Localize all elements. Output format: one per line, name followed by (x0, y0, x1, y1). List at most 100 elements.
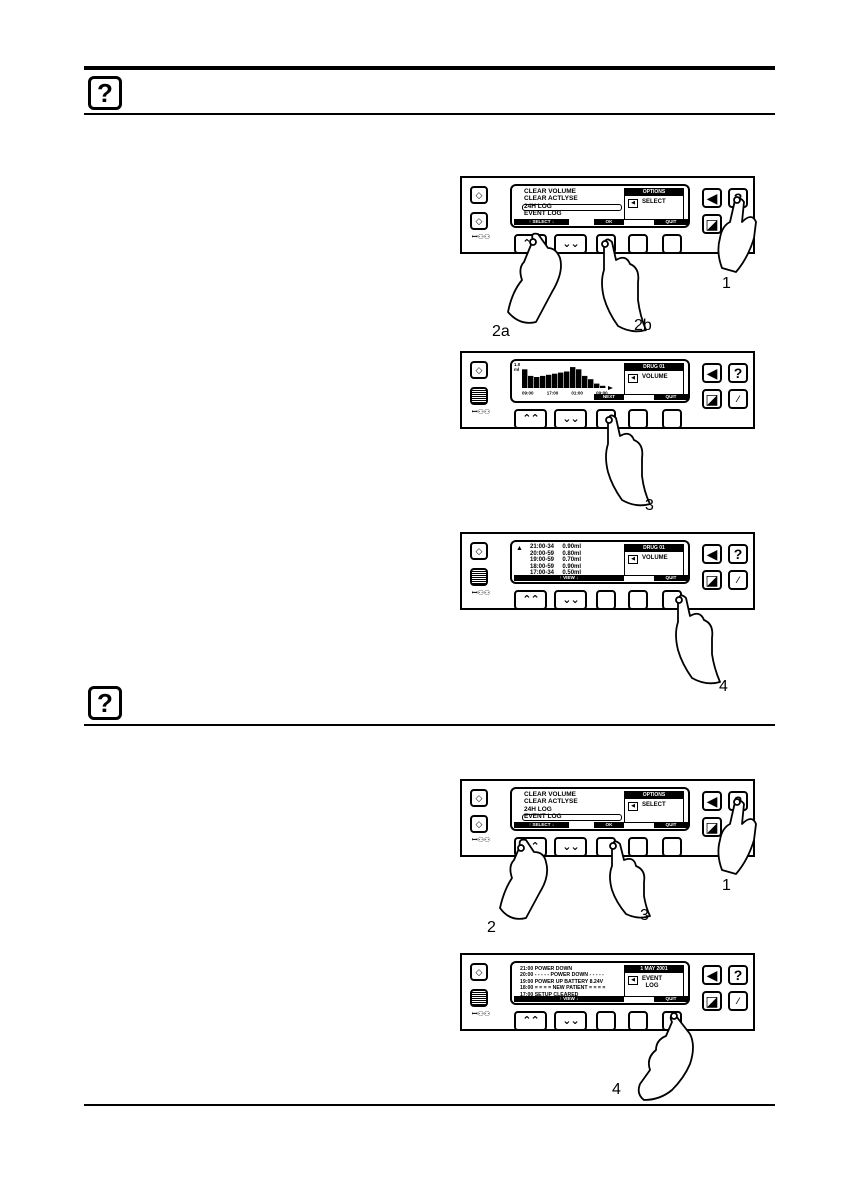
bolus-button[interactable] (470, 387, 488, 405)
log-entry: 17:00 SETUP CLEARED (520, 991, 579, 998)
down-button[interactable]: ⌄⌄ (554, 409, 587, 429)
softkey-2-button[interactable] (628, 409, 648, 429)
softkey-next: NEXT (594, 394, 624, 400)
menu-item[interactable]: EVENT LOG (524, 210, 562, 218)
menu-item[interactable]: 24H LOG (524, 202, 552, 210)
softkey-quit: QUIT (654, 394, 688, 400)
bolus-button[interactable] (470, 568, 488, 586)
question-mark-icon: ? (88, 76, 122, 110)
help-button[interactable]: ? (728, 363, 748, 383)
bottom-rule (84, 1104, 775, 1106)
arrow-left-icon: ◀ (628, 802, 638, 811)
up-button[interactable]: ⌃⌃ (514, 590, 547, 610)
bolus-button[interactable]: ◇ (470, 212, 488, 230)
bolus-button[interactable] (470, 989, 488, 1007)
patient-icon: ꟷ⚇⚇ (471, 409, 491, 416)
pump-panel-options: ◇ ◇ ꟷ⚇⚇ CLEAR VOLUME CLEAR ACTLYSE 24H L… (460, 176, 755, 254)
chart-tick-label: 01:00 (571, 391, 583, 396)
menu-item[interactable]: CLEAR ACTLYSE (524, 195, 578, 203)
softkey-quit: QUIT (654, 996, 688, 1002)
up-button[interactable]: ⌃⌃ (514, 1011, 547, 1031)
bolus-dose-button[interactable]: ⁄ (728, 389, 748, 409)
table-row: 17:00-34 0.50ml (530, 570, 582, 577)
step-label: 2a (492, 323, 510, 340)
contrast-button[interactable]: ◪ (702, 214, 722, 234)
softkey-select: ↑ SELECT ↓ (514, 822, 569, 828)
softkey-1-button[interactable] (596, 409, 616, 429)
up-button[interactable]: ⌃⌃ (514, 234, 547, 254)
bolus-dose-button[interactable]: ⁄ (728, 991, 748, 1011)
softkey-1-button[interactable] (596, 234, 616, 254)
chart-bar (570, 367, 576, 388)
menu-item[interactable]: CLEAR VOLUME (524, 791, 576, 798)
chart-bar (564, 371, 570, 388)
pump-panel-options: ◇ ◇ ꟷ⚇⚇ CLEAR VOLUME CLEAR ACTLYSE 24H L… (460, 779, 755, 857)
alarm-button[interactable]: ◀ (702, 791, 722, 811)
patient-icon: ꟷ⚇⚇ (471, 234, 491, 241)
table-row: 19:00-59 0.70ml (530, 557, 582, 564)
box-text: VOLUME (642, 374, 668, 380)
chart-ylabel: 1.0 ml (514, 362, 521, 372)
alarm-button[interactable]: ◀ (702, 544, 722, 564)
prime-button[interactable]: ◇ (470, 542, 488, 560)
prime-button[interactable]: ◇ (470, 186, 488, 204)
menu-list: CLEAR VOLUME CLEAR ACTLYSE 24H LOG EVENT… (524, 188, 578, 218)
softkey-1-button[interactable] (596, 1011, 616, 1031)
prime-button[interactable]: ◇ (470, 361, 488, 379)
alarm-button[interactable]: ◀ (702, 363, 722, 383)
down-button[interactable]: ⌄⌄ (554, 1011, 587, 1031)
contrast-button[interactable]: ◪ (702, 991, 722, 1011)
contrast-button[interactable]: ◪ (702, 389, 722, 409)
softkey-quit: QUIT (654, 822, 688, 828)
down-button[interactable]: ⌄⌄ (554, 837, 587, 857)
bolus-button[interactable]: ◇ (470, 815, 488, 833)
bolus-dose-button[interactable]: ⁄ (728, 570, 748, 590)
softkey-1-button[interactable] (596, 590, 616, 610)
down-button[interactable]: ⌄⌄ (554, 590, 587, 610)
up-button[interactable]: ⌃⌃ (514, 409, 547, 429)
menu-item[interactable]: EVENT LOG (524, 813, 562, 821)
softkey-2-button[interactable] (628, 1011, 648, 1031)
table-row: 18:00-59 0.90ml (530, 563, 582, 570)
arrow-left-icon: ◀ (628, 374, 638, 383)
chart-tick-label: 17:00 (547, 391, 559, 396)
up-button[interactable]: ⌃⌃ (514, 837, 547, 857)
contrast-button[interactable]: ◪ (702, 570, 722, 590)
step-label: 4 (719, 678, 728, 695)
softkey-3-button[interactable] (662, 234, 682, 254)
log-entry: 21:00 POWER DOWN (520, 966, 573, 972)
step-label: 4 (612, 1081, 621, 1098)
contrast-button[interactable]: ◪ (702, 817, 722, 837)
softkey-2-button[interactable] (628, 837, 648, 857)
down-button[interactable]: ⌄⌄ (554, 234, 587, 254)
box-title: DRUG 01 (625, 364, 683, 371)
softkey-3-button[interactable] (662, 590, 682, 610)
chart-bar (522, 369, 528, 388)
chart-bar (528, 375, 534, 388)
alarm-button[interactable]: ◀ (702, 188, 722, 208)
softkey-1-button[interactable] (596, 837, 616, 857)
help-button[interactable]: ? (728, 965, 748, 985)
prime-button[interactable]: ◇ (470, 963, 488, 981)
help-button[interactable]: ? (728, 188, 748, 208)
softkey-2-button[interactable] (628, 590, 648, 610)
prime-button[interactable]: ◇ (470, 789, 488, 807)
menu-item[interactable]: CLEAR VOLUME (524, 188, 576, 195)
softkey-2-button[interactable] (628, 234, 648, 254)
help-button[interactable]: ? (728, 791, 748, 811)
alarm-button[interactable]: ◀ (702, 965, 722, 985)
softkey-3-button[interactable] (662, 837, 682, 857)
menu-list: CLEAR VOLUME CLEAR ACTLYSE 24H LOG EVENT… (524, 791, 578, 821)
arrow-left-icon: ◀ (628, 555, 638, 564)
menu-item[interactable]: 24H LOG (524, 805, 552, 813)
patient-icon: ꟷ⚇⚇ (471, 837, 491, 844)
softkey-3-button[interactable] (662, 409, 682, 429)
box-text: VOLUME (642, 555, 668, 561)
box-title: OPTIONS (625, 792, 683, 799)
help-button[interactable]: ? (728, 544, 748, 564)
menu-item[interactable]: CLEAR ACTLYSE (524, 798, 578, 806)
softkey-select: ↑ SELECT ↓ (514, 219, 569, 225)
arrow-left-icon: ◀ (628, 199, 638, 208)
softkey-3-button[interactable] (662, 1011, 682, 1031)
